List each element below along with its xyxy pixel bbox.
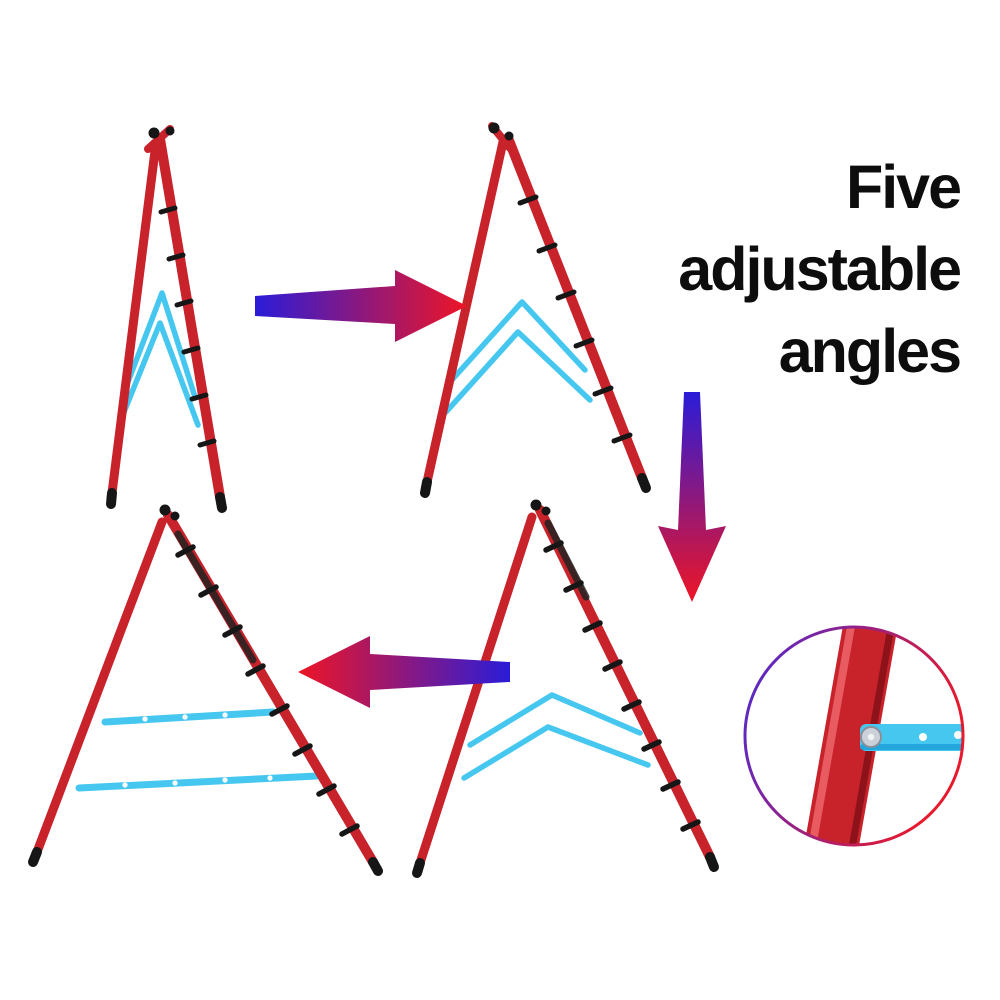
caps-and-feet: [28, 504, 383, 876]
headline-line-1: Five: [845, 153, 962, 221]
ladder-stage-3-more-open: [412, 499, 719, 878]
steps: [158, 205, 217, 448]
steps: [543, 540, 701, 832]
arrow-right: [255, 270, 467, 342]
folded-step-stack: [174, 530, 257, 664]
caps-and-feet: [412, 499, 719, 878]
ladder-stage-2-slightly-open: [420, 122, 651, 498]
headline-line-3: angles: [778, 317, 962, 385]
caps-and-feet: [420, 122, 651, 498]
headline: Five adjustable angles: [678, 146, 962, 392]
braces: [119, 290, 201, 428]
rivet-closeup: [860, 726, 882, 748]
steps: [175, 544, 360, 837]
inset-ring: [743, 625, 965, 847]
caps-and-feet: [106, 126, 227, 513]
ladder-stage-4-fully-open: [28, 504, 383, 876]
brace-closeup: [860, 724, 963, 751]
steps: [517, 194, 633, 444]
brace-rivets: [122, 712, 273, 788]
braces: [443, 299, 593, 415]
arrow-left: [298, 636, 510, 708]
hinge-detail-inset: [743, 625, 965, 847]
ladder-stage-1-folded: [106, 125, 227, 513]
braces: [461, 692, 651, 781]
braces: [75, 708, 321, 792]
headline-line-2: adjustable: [678, 235, 962, 303]
arrow-down: [658, 392, 726, 602]
